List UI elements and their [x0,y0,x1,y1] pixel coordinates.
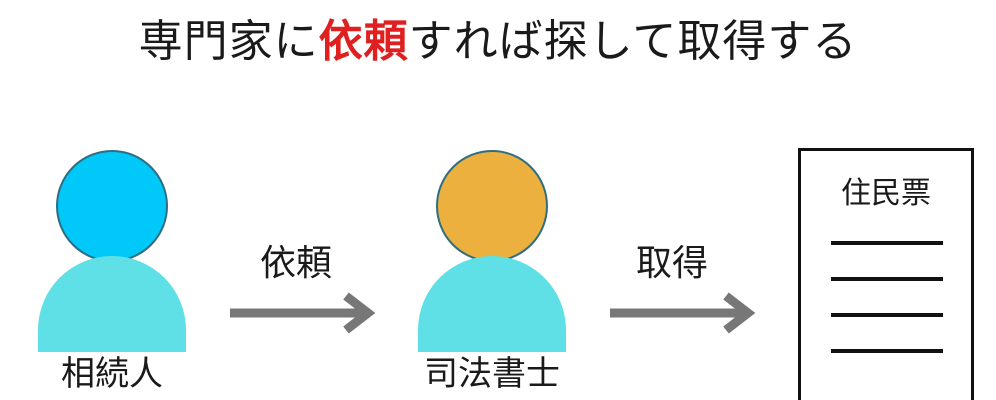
title-text-after: すれば探して取得する [408,16,858,67]
scrivener-head-icon [436,150,548,262]
diagram-title: 専門家に依頼すれば探して取得する [0,14,996,70]
title-highlight: 依頼 [318,16,409,67]
obtain-label: 取得 [635,243,708,284]
title-text-before: 専門家に [138,16,319,67]
document-text-line [831,349,943,353]
scrivener-body-icon [418,256,566,352]
request-arrow-icon [230,292,376,334]
request-label: 依頼 [259,243,332,284]
heir-head-icon [56,150,168,262]
document-text-line [831,277,943,281]
scrivener-label: 司法書士 [424,354,560,394]
document-text-line [831,313,943,317]
residence-certificate-document: 住民票 [798,148,974,400]
heir-label: 相続人 [61,354,163,394]
heir-body-icon [38,256,186,352]
document-title: 住民票 [841,176,931,211]
heir-figure [38,142,186,352]
obtain-arrow-icon [610,292,756,334]
document-text-line [831,241,943,245]
scrivener-figure [418,142,566,352]
